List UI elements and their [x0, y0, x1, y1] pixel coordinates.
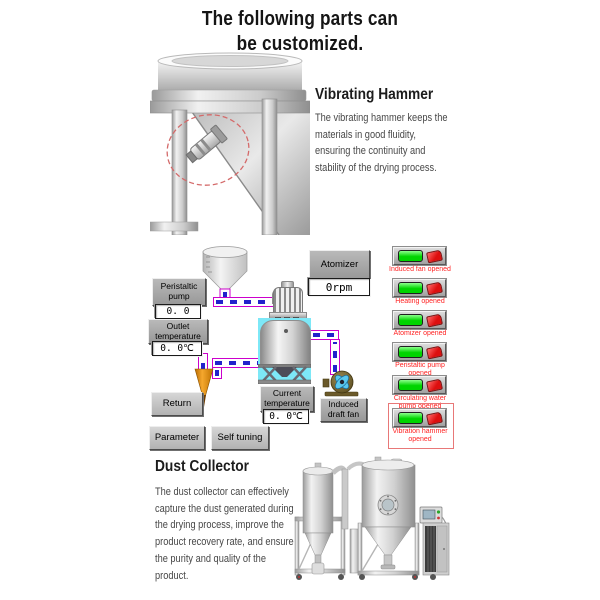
- indicator-heating-label: Heating opened: [395, 298, 445, 305]
- current-temperature-value: 0. 0℃: [263, 409, 309, 424]
- red-lamp-icon[interactable]: [426, 411, 443, 425]
- red-lamp-icon[interactable]: [426, 345, 443, 359]
- red-lamp-icon[interactable]: [426, 281, 443, 295]
- indicator-atomizer[interactable]: [393, 311, 446, 329]
- current-temperature-label: Current temperature: [260, 386, 314, 412]
- drying-chamber-vessel: [361, 456, 416, 570]
- indicator-peristaltic-pump[interactable]: [393, 343, 446, 361]
- cyclone-cone-icon: [194, 368, 214, 407]
- dust-collector-photo: [294, 456, 450, 580]
- casters: [296, 574, 436, 580]
- parameter-button[interactable]: Parameter: [149, 426, 205, 450]
- dust-collector-heading: Dust Collector: [155, 458, 250, 475]
- dust-collector-vessel: [302, 462, 334, 575]
- indicator-atomizer-label: Atomizer opened: [393, 330, 447, 337]
- indicator-induced-fan[interactable]: [393, 247, 446, 265]
- peristaltic-pump-label: Peristaltic pump: [152, 278, 206, 306]
- green-lamp-icon[interactable]: [398, 346, 423, 358]
- green-lamp-icon[interactable]: [398, 412, 423, 424]
- red-lamp-icon[interactable]: [426, 378, 443, 392]
- feed-pipe: [213, 297, 277, 307]
- hmi-screen: Peristaltic pump 0. 0 Outlet temperature…: [145, 240, 465, 452]
- vibrating-hammer-device: [185, 124, 228, 164]
- green-lamp-icon[interactable]: [398, 379, 423, 391]
- self-tuning-button[interactable]: Self tuning: [211, 426, 269, 450]
- indicator-circulating-pump-label: Circulating water pump opened: [393, 395, 447, 411]
- atomizer-motor: [273, 287, 303, 315]
- peristaltic-pump-value: 0. 0: [155, 304, 201, 319]
- indicator-heating[interactable]: [393, 279, 446, 297]
- electrical-cabinet: [422, 522, 450, 576]
- drying-chamber: [260, 320, 311, 366]
- frame-post-right: [261, 98, 278, 235]
- red-highlight-circle: [166, 114, 250, 186]
- hopper-icon: [202, 246, 248, 303]
- indicator-circulating-pump[interactable]: [393, 376, 446, 394]
- induced-draft-fan-label: Induced draft fan: [320, 398, 367, 422]
- outlet-temperature-value: 0. 0℃: [152, 341, 202, 356]
- vibration-hammer-highlight-box: [388, 403, 454, 449]
- atomizer-label: Atomizer: [309, 250, 370, 280]
- indicator-peristaltic-pump-label: Peristaltic pump opened: [395, 362, 445, 378]
- indicator-vibration-hammer[interactable]: [393, 409, 446, 427]
- dust-collector-description: The dust collector can effectively captu…: [155, 486, 294, 582]
- vibrating-hammer-description: The vibrating hammer keeps the materials…: [315, 112, 448, 175]
- return-button[interactable]: Return: [151, 392, 203, 416]
- page-title-line1: The following parts can: [201, 7, 399, 30]
- chamber-port: [284, 329, 288, 333]
- fan-icon: [322, 370, 359, 397]
- chamber-stand: [258, 364, 311, 384]
- frame-post-left: [171, 109, 188, 235]
- green-lamp-icon[interactable]: [398, 250, 423, 262]
- green-lamp-icon[interactable]: [398, 314, 423, 326]
- red-lamp-icon[interactable]: [426, 313, 443, 327]
- return-pipe-stub: [212, 367, 222, 379]
- outlet-temperature-label: Outlet temperature: [148, 319, 208, 344]
- connecting-pipe: [341, 468, 349, 530]
- vibrating-hammer-photo: [150, 52, 310, 235]
- vibrating-hammer-heading: Vibrating Hammer: [315, 86, 434, 103]
- page-title-line2: be customized.: [236, 32, 364, 55]
- page-title: The following parts can be customized.: [48, 6, 552, 56]
- red-lamp-icon[interactable]: [426, 249, 443, 263]
- atomizer-value: 0rpm: [308, 278, 370, 296]
- indicator-vibration-hammer-label: Vibration hammer opened: [392, 428, 448, 444]
- green-lamp-icon[interactable]: [398, 282, 423, 294]
- frame-beam-lower: [150, 221, 199, 232]
- tank-bottom: [151, 52, 307, 102]
- cone-surface: [192, 112, 310, 235]
- indicator-induced-fan-label: Induced fan opened: [389, 266, 451, 273]
